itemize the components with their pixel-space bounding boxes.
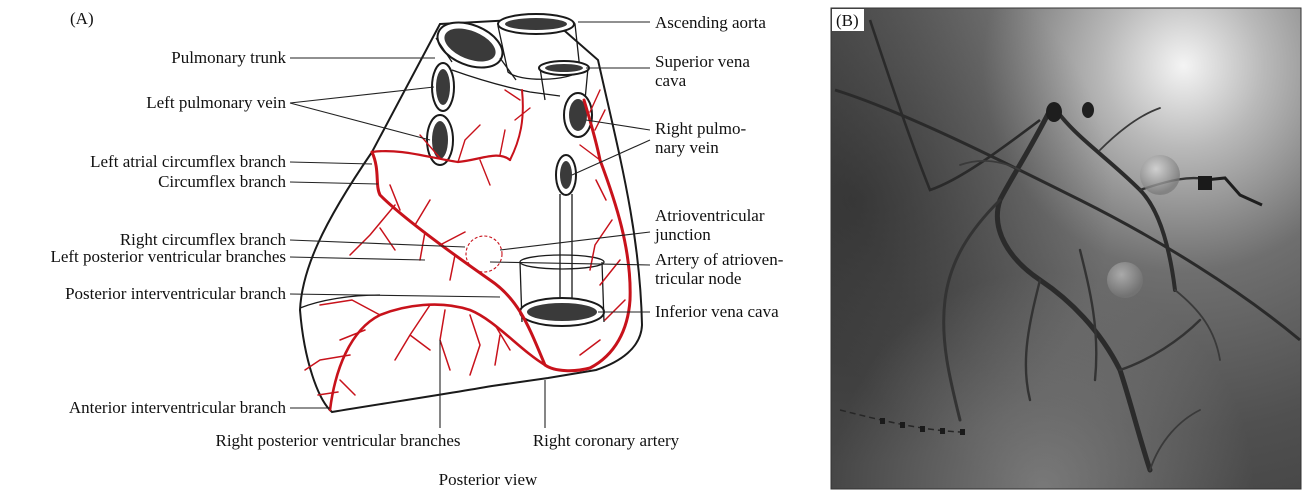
leader-left-pulmonary-vein-2 — [290, 103, 430, 140]
great-vessels — [427, 14, 604, 326]
atrial-branch — [510, 90, 523, 160]
panel-b-label: (B) — [836, 11, 859, 30]
label-pulmonary-trunk: Pulmonary trunk — [171, 48, 286, 67]
leader-posterior-interventricular — [290, 294, 500, 297]
leader-av-node-artery — [490, 262, 650, 265]
panel-b: (B) — [831, 8, 1301, 489]
label-left-pulmonary-vein: Left pulmonary vein — [146, 93, 286, 112]
label-right-posterior-ventricular-branches: Right posterior ventricular branches — [215, 431, 460, 450]
right-coronary-artery — [584, 100, 630, 368]
leader-left-pulmonary-vein-1 — [290, 87, 434, 103]
panel-a-labels: Ascending aorta Pulmonary trunk Superior… — [50, 13, 783, 450]
label-anterior-interventricular-branch: Anterior interventricular branch — [69, 398, 287, 417]
left-pulmonary-veins — [427, 63, 560, 165]
label-right-pulmonary-vein: Right pulmo-nary vein — [655, 119, 746, 157]
panel-a-caption: Posterior view — [439, 470, 538, 489]
label-posterior-interventricular-branch: Posterior interventricular branch — [65, 284, 286, 303]
panel-a-label: (A) — [70, 9, 94, 28]
panel-a: (A) — [50, 9, 783, 489]
label-left-posterior-ventricular-branches: Left posterior ventricular branches — [50, 247, 286, 266]
label-right-coronary-artery: Right coronary artery — [533, 431, 680, 450]
label-circumflex-branch: Circumflex branch — [158, 172, 286, 191]
label-artery-of-av-node: Artery of atrioven-tricular node — [655, 250, 784, 288]
label-ascending-aorta: Ascending aorta — [655, 13, 766, 32]
leader-circumflex — [290, 182, 378, 184]
leader-av-junction — [500, 232, 650, 250]
label-inferior-vena-cava: Inferior vena cava — [655, 302, 779, 321]
coronary-arteries — [305, 90, 630, 410]
leader-right-pulmonary-vein-2 — [572, 140, 650, 175]
leader-lines — [290, 22, 650, 428]
leader-left-atrial-circumflex — [290, 162, 372, 164]
label-left-atrial-circumflex-branch: Left atrial circumflex branch — [90, 152, 286, 171]
